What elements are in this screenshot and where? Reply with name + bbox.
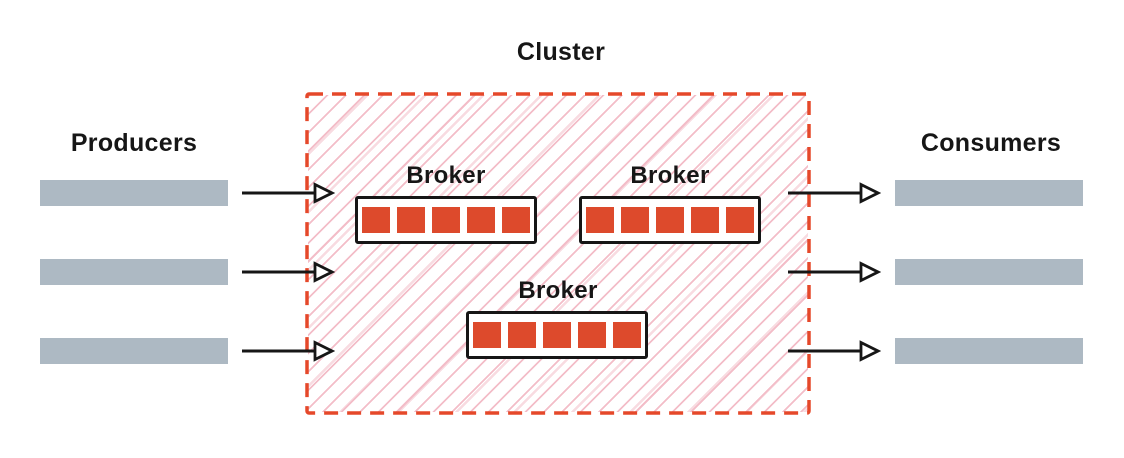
consumer-bar: [895, 180, 1083, 206]
cluster-hatch-fill: [308, 95, 808, 412]
producer-arrow-right-icon: [242, 261, 335, 283]
partition-slots: [473, 322, 641, 348]
partition-slot: [726, 207, 754, 233]
broker-label: Broker: [630, 162, 710, 189]
producer-bar: [40, 180, 228, 206]
broker-label: Broker: [406, 162, 486, 189]
broker-box: [466, 311, 648, 359]
consumer-arrow-right-icon: [788, 340, 881, 362]
consumer-bar: [895, 259, 1083, 285]
partition-slot: [467, 207, 495, 233]
partition-slot: [362, 207, 390, 233]
producer-bar: [40, 338, 228, 364]
partition-slot: [656, 207, 684, 233]
broker-label: Broker: [518, 277, 598, 304]
producer-arrow-right-icon: [242, 340, 335, 362]
consumer-list: [895, 180, 1083, 364]
partition-slots: [362, 207, 530, 233]
consumers-label: Consumers: [920, 129, 1062, 157]
producer-bar: [40, 259, 228, 285]
partition-slot: [397, 207, 425, 233]
partition-slot: [473, 322, 501, 348]
partition-slot: [432, 207, 460, 233]
cluster-dashed-border: [305, 92, 811, 415]
partition-slot: [613, 322, 641, 348]
consumer-arrow-right-icon: [788, 261, 881, 283]
consumer-bar: [895, 338, 1083, 364]
partition-slot: [502, 207, 530, 233]
partition-slot: [578, 322, 606, 348]
consumer-arrow-right-icon: [788, 182, 881, 204]
partition-slot: [508, 322, 536, 348]
partition-slot: [691, 207, 719, 233]
partition-slot: [543, 322, 571, 348]
broker-box: [579, 196, 761, 244]
producer-arrow-right-icon: [242, 182, 335, 204]
cluster-label: Cluster: [516, 38, 606, 66]
broker-box: [355, 196, 537, 244]
partition-slot: [586, 207, 614, 233]
cluster-boundary: [305, 92, 811, 415]
partition-slots: [586, 207, 754, 233]
producers-label: Producers: [70, 129, 198, 157]
partition-slot: [621, 207, 649, 233]
producer-list: [40, 180, 228, 364]
